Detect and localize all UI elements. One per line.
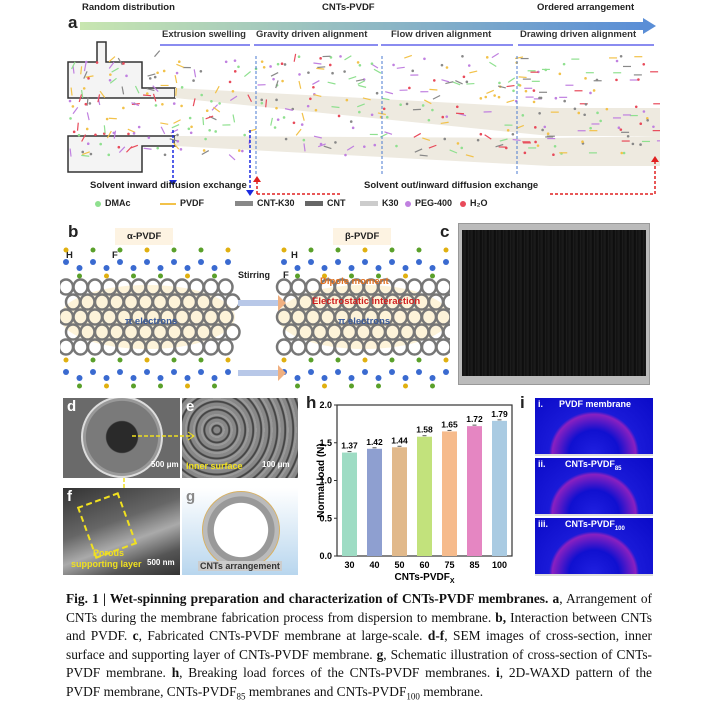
legend-item: PEG-400 — [405, 198, 452, 208]
legend-swatch — [405, 200, 411, 207]
data-label: 1.65 — [441, 419, 458, 429]
x-tick-label: 100 — [492, 560, 507, 570]
y-tick-label: 1.5 — [319, 438, 332, 448]
y-tick-label: 2.0 — [319, 400, 332, 410]
legend-swatch — [95, 200, 101, 207]
panel-c-letter: c — [440, 222, 450, 241]
solvent-out-inward-label: Solvent out/inward diffusion exchange — [364, 180, 539, 191]
panel-e-letter: e — [186, 398, 195, 415]
legend-swatch — [460, 200, 466, 207]
panel-a-letter: a — [68, 13, 78, 32]
panel-i-letter: i — [520, 393, 525, 412]
pi-electrons-label-beta: π electrons — [338, 316, 391, 327]
x-tick-label: 50 — [394, 560, 404, 570]
sem-cross-section: d 500 μm — [63, 398, 180, 478]
legend-item: DMAc — [95, 198, 131, 208]
supporting-layer-label: supporting layer — [71, 559, 142, 569]
data-label: 1.42 — [366, 437, 383, 447]
scale-bar-e: 100 μm — [262, 460, 290, 469]
bar-50 — [392, 447, 407, 556]
h-atom-label-beta: H — [291, 250, 298, 261]
solvent-inward-label: Solvent inward diffusion exchange — [90, 180, 247, 191]
ordered-arrangement-label: Ordered arrangement — [537, 2, 635, 13]
random-distribution-label: Random distribution — [82, 2, 175, 13]
legend-item: CNT-K30 — [235, 198, 295, 208]
data-label: 1.79 — [491, 409, 508, 419]
waxd-pattern: i.PVDF membrane — [535, 398, 653, 456]
figure-caption: Fig. 1 | Wet-spinning preparation and ch… — [66, 591, 652, 702]
x-tick-label: 60 — [419, 560, 429, 570]
panel-g-letter: g — [186, 488, 196, 505]
legend-item: PVDF — [160, 198, 204, 208]
inner-surface-label: Inner surface — [186, 461, 243, 471]
red-arrow — [256, 160, 656, 195]
bar-85 — [467, 426, 482, 556]
stirring-label: Stirring — [238, 270, 271, 280]
legend-item: H₂O — [460, 198, 488, 208]
h-atom-label: H — [66, 250, 73, 261]
cnt-pvdf-interaction-diagram — [60, 247, 450, 389]
x-tick-label: 75 — [444, 560, 454, 570]
stage-drawing-alignment: Drawing driven alignment — [520, 29, 637, 40]
data-label: 1.44 — [391, 435, 408, 445]
scale-bar-d: 500 μm — [151, 460, 179, 469]
legend-swatch — [305, 201, 323, 207]
data-label: 1.37 — [341, 441, 358, 451]
panel-b-letter: b — [68, 222, 79, 241]
scale-bar-f: 500 nm — [147, 558, 175, 567]
normal-load-bar-chart: 0.0 0.5 1.0 1.5 2.0 1.37 30 1.42 40 1.44 50 1.58 60 1… — [316, 400, 513, 585]
waxd-pattern: iii.CNTs-PVDF100 — [535, 518, 653, 576]
x-tick-label: 85 — [469, 560, 479, 570]
f-atom-label-beta: F — [283, 270, 289, 281]
beta-cnt — [275, 247, 450, 389]
x-tick-label: 40 — [369, 560, 379, 570]
membrane-photo — [458, 223, 650, 385]
sem-supporting-layer: f Porous supporting layer 500 nm — [63, 488, 180, 575]
bar-40 — [367, 448, 382, 556]
electrostatic-label: Electrostatic interaction — [312, 296, 421, 307]
legend-swatch — [235, 201, 253, 207]
data-label: 1.72 — [466, 414, 483, 424]
bar-100 — [492, 420, 507, 556]
legend-item: CNT — [305, 198, 346, 208]
cnts-arrangement-label: CNTs arrangement — [198, 561, 282, 571]
waxd-pattern: ii.CNTs-PVDF85 — [535, 458, 653, 516]
stage-flow-alignment: Flow driven alignment — [391, 29, 492, 40]
stage-gravity-alignment: Gravity driven alignment — [256, 29, 368, 40]
bar-75 — [442, 431, 457, 556]
f-atom-label: F — [112, 250, 118, 261]
x-tick-label: 30 — [344, 560, 354, 570]
spinneret-outline — [67, 41, 176, 173]
alpha-pvdf-label: α-PVDF — [115, 228, 174, 245]
fabrication-diagram — [67, 41, 660, 196]
gradient-arrow — [80, 18, 656, 34]
legend-swatch — [360, 201, 378, 207]
schematic-cross-section: g CNTs arrangement — [182, 488, 298, 575]
caption-title: Fig. 1 | Wet-spinning preparation and ch… — [66, 591, 549, 606]
panel-f-letter: f — [67, 488, 72, 505]
y-tick-label: 0.5 — [319, 513, 332, 523]
stirring-arrow — [238, 300, 278, 306]
sem-inner-surface: e Inner surface 100 μm — [182, 398, 298, 478]
panel-h-letter: h — [306, 393, 317, 412]
y-tick-label: 0.0 — [319, 551, 332, 561]
bar-60 — [417, 436, 432, 556]
data-label: 1.58 — [416, 425, 433, 435]
cnts-pvdf-label: CNTs-PVDF — [322, 2, 375, 13]
dipole-moment-label: Dipole moment — [320, 276, 389, 287]
x-axis-label: CNTs-PVDFX — [394, 572, 454, 585]
alpha-cnt — [60, 247, 241, 389]
legend-item: K30 — [360, 198, 399, 208]
bar-30 — [342, 452, 357, 556]
stage-extrusion-swelling: Extrusion swelling — [162, 29, 246, 40]
y-axis-label: Normal load (N) — [316, 443, 327, 517]
y-tick-label: 1.0 — [319, 476, 332, 486]
beta-pvdf-label: β-PVDF — [333, 228, 392, 245]
panel-d-letter: d — [67, 398, 77, 415]
porous-label: Porous — [93, 548, 125, 558]
pi-electrons-label: π electrons — [125, 316, 178, 327]
fiber-upper — [175, 88, 660, 136]
legend-swatch — [160, 202, 176, 205]
